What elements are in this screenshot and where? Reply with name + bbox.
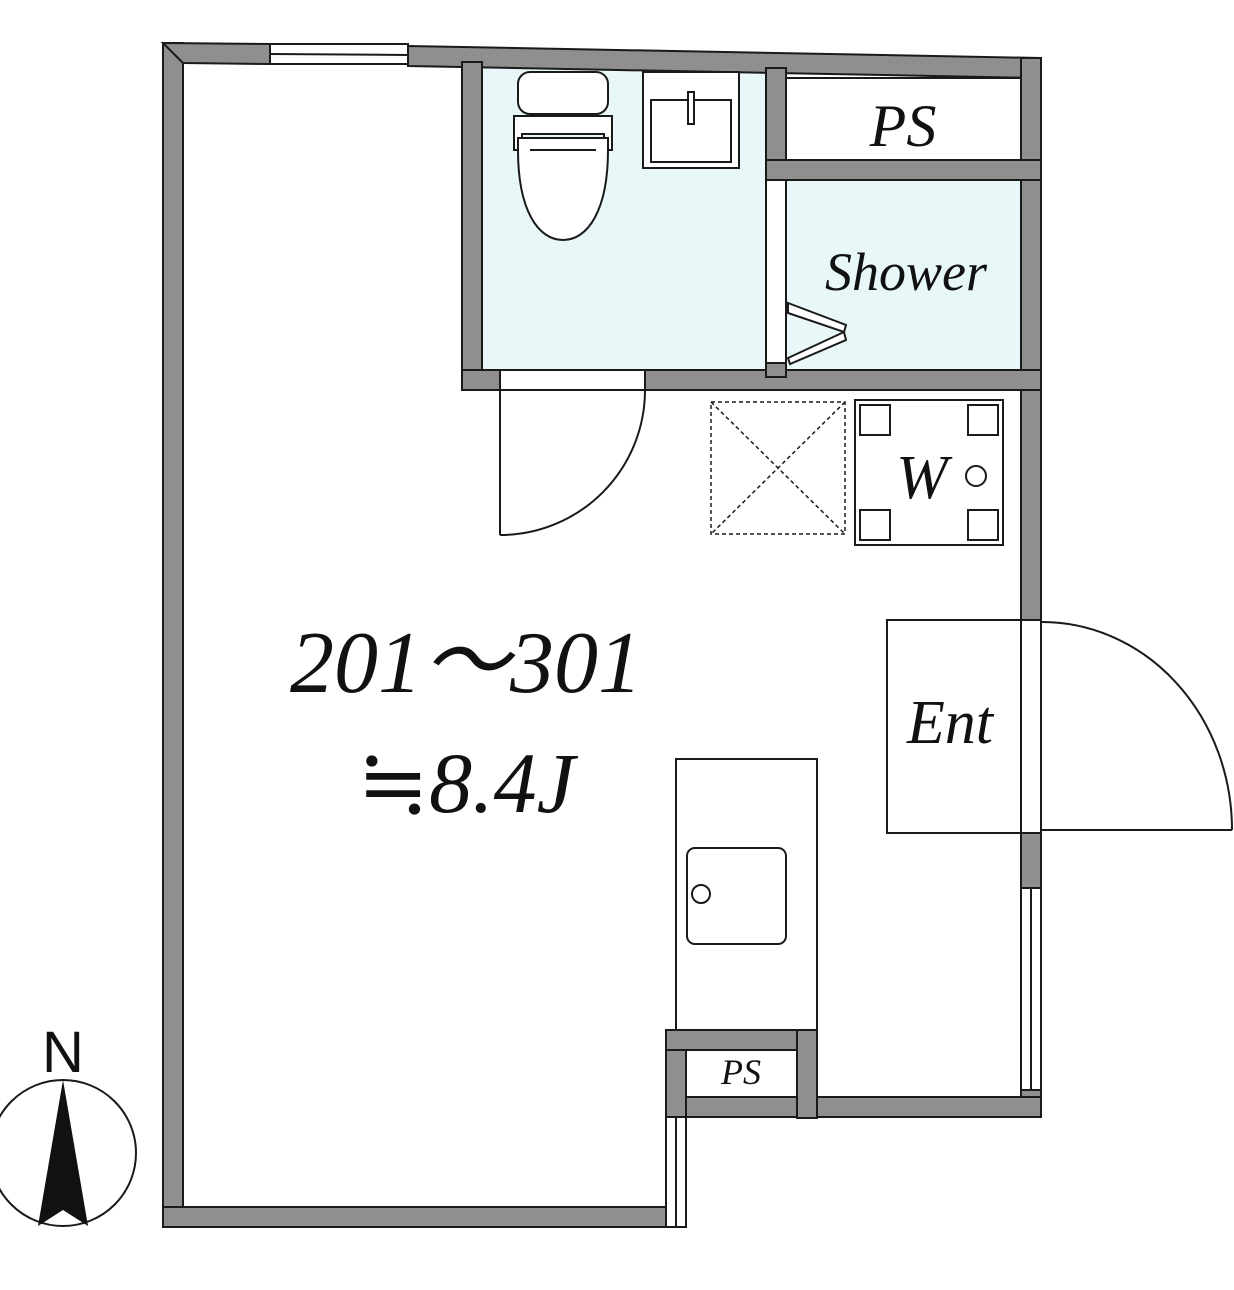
room-size-label: ≒8.4J [357, 735, 579, 831]
entrance-door [1040, 620, 1233, 831]
toilet-door [499, 369, 646, 536]
walls [160, 41, 1042, 1228]
shower-label: Shower [825, 242, 988, 302]
toilet-icon [513, 71, 613, 242]
ps-small-box [685, 1049, 798, 1098]
window-right [1020, 887, 1042, 1091]
shower-room-floor [786, 180, 1022, 370]
washer-label: W [896, 444, 953, 512]
entrance-box [886, 619, 1042, 834]
north-arrow-icon [0, 1079, 137, 1227]
shower-door-frame [765, 179, 787, 364]
ps-top-box [785, 77, 1022, 161]
ps-small-label: PS [720, 1052, 761, 1092]
kitchen-sink-icon [686, 847, 787, 945]
storage-box [710, 401, 846, 535]
shower-folding-door [786, 301, 848, 366]
ps-top-label: PS [869, 93, 937, 159]
unit-numbers-label: 201～301 [290, 615, 642, 712]
washing-machine-icon [854, 399, 1004, 546]
window-bottom [665, 1116, 687, 1228]
entrance-label: Ent [906, 689, 995, 757]
north-label: N [42, 1020, 84, 1085]
washbasin-icon [642, 71, 740, 169]
window-top [269, 43, 409, 65]
